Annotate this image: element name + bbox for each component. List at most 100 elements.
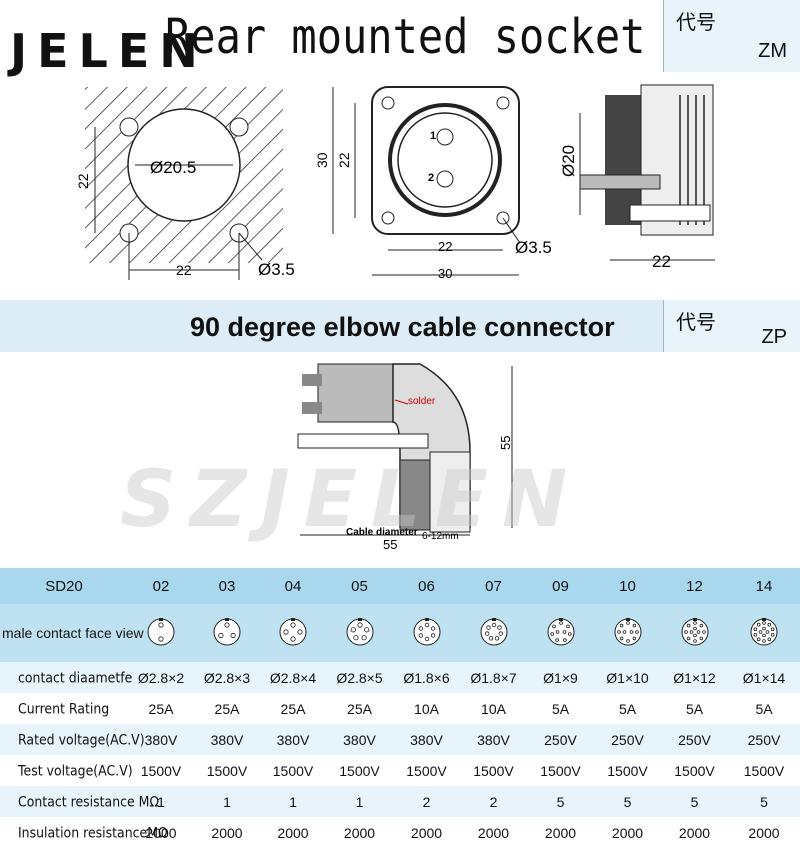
face-view-cell — [393, 604, 460, 662]
section1-drawings: Ø20.5 22 22 Ø3.5 1 2 30 22 22 30 Ø3.5 — [75, 84, 715, 285]
table-cell: 1500V — [743, 762, 785, 779]
contact-pin — [692, 633, 697, 637]
contact-pin — [629, 629, 633, 634]
contact-pin — [554, 637, 559, 642]
table-cell: 2000 — [477, 824, 510, 841]
contact-pin — [619, 623, 623, 627]
contact-pin — [699, 623, 703, 627]
table-cell: 2000 — [611, 824, 644, 841]
table-cell: 2000 — [277, 824, 309, 841]
table-cell: 25A — [347, 700, 372, 717]
contact-pin — [356, 621, 363, 628]
contact-face-icon — [413, 617, 440, 645]
section2-code-label: 代号 — [676, 312, 716, 334]
table-cell: 1 — [355, 793, 364, 810]
elbow-height: 55 — [498, 436, 513, 450]
table-cell: 5A — [551, 700, 570, 717]
table-cell: Ø1.8×6 — [403, 669, 450, 686]
face-view-cell — [194, 604, 260, 662]
front-screw-hole: Ø3.5 — [515, 238, 552, 257]
contact-pin — [363, 626, 369, 632]
column-header: 03 — [218, 577, 236, 595]
table-cell: 1500V — [674, 762, 715, 779]
contact-pin — [350, 626, 356, 632]
section1-code-box: 代号 ZM — [663, 0, 800, 72]
contact-face-icon — [547, 617, 574, 645]
contact-pin — [360, 634, 367, 640]
table-cell: 1500V — [140, 762, 182, 779]
table-cell: 380V — [210, 731, 244, 748]
row-label: Contact resistance MΩ — [18, 793, 160, 810]
section2-code-box: 代号 ZP — [663, 300, 800, 352]
face-view-row: male contact face view — [0, 604, 800, 662]
contact-pin — [762, 638, 766, 643]
contact-pin — [158, 635, 164, 642]
table-cell: 10A — [414, 700, 439, 717]
table-cell: 1500V — [339, 762, 380, 779]
table-cell: 2000 — [211, 824, 243, 841]
contact-pin — [230, 632, 236, 638]
table-cell: 5 — [690, 793, 699, 810]
contact-pin — [290, 635, 296, 642]
contact-pin — [625, 638, 630, 643]
contact-pin — [562, 629, 566, 634]
table-cell: Ø1×14 — [742, 669, 786, 686]
contact-pin — [701, 629, 706, 634]
table-cell: 2000 — [145, 824, 177, 841]
table-cell: 380V — [410, 731, 443, 748]
column-header: 10 — [619, 577, 636, 595]
socket-front-view-drawing — [332, 86, 521, 276]
table-header-row: SD20 02 03 04 05 06 07 09 10 12 14 — [0, 568, 800, 604]
face-view-cell — [661, 604, 728, 662]
table-cell: 5A — [755, 700, 773, 717]
contact-pin — [770, 626, 775, 631]
contact-pin — [765, 629, 770, 634]
contact-pin — [549, 631, 554, 636]
side-depth: 22 — [652, 252, 671, 271]
contact-pin — [491, 622, 496, 627]
row-label: contact diaametfe — [18, 669, 133, 686]
contact-pin — [753, 632, 758, 637]
column-header: 06 — [418, 577, 435, 595]
contact-pin — [632, 636, 636, 640]
table-cell: Ø2.8×2 — [137, 669, 185, 686]
table-cell: 5 — [623, 793, 632, 810]
row-label: Rated voltage(AC.V) — [18, 731, 145, 748]
table-cell: 5A — [685, 700, 704, 717]
table-cell: 250V — [678, 731, 711, 748]
contact-pin — [692, 620, 697, 625]
front-pin-2: 2 — [428, 172, 434, 184]
face-view-label: male contact face view — [2, 625, 144, 641]
table-cell: 2 — [489, 793, 498, 810]
face-view-cell — [260, 604, 326, 662]
column-header: 14 — [755, 577, 773, 595]
table-cell: 250V — [611, 731, 644, 748]
section2-title: 90 degree elbow cable connector — [190, 312, 615, 342]
contact-pin — [770, 632, 775, 637]
column-header: 12 — [686, 577, 703, 595]
contact-pin — [494, 635, 499, 640]
column-header: 09 — [552, 577, 569, 595]
contact-pin — [767, 636, 772, 641]
contact-pin — [616, 629, 621, 634]
contact-pin — [686, 636, 690, 640]
cable-diameter-label: Cable diameter — [346, 527, 418, 538]
table-cell: 1 — [223, 793, 231, 810]
table-cell: 380V — [276, 731, 310, 748]
table-cell: 2 — [422, 793, 431, 810]
solder-label: solder — [408, 396, 436, 407]
contact-pin — [290, 621, 296, 628]
table-cell: 1500V — [473, 762, 514, 779]
contact-pin — [756, 636, 761, 641]
contact-pin — [762, 626, 766, 630]
front-dim-inner-v: 22 — [336, 152, 352, 168]
face-view-cell — [326, 604, 393, 662]
table-cell: 10A — [481, 700, 506, 717]
contact-face-icon — [750, 617, 778, 645]
table-cell: 1 — [289, 793, 297, 810]
face-view-cell — [728, 604, 800, 662]
table-cell: 1500V — [206, 762, 248, 779]
